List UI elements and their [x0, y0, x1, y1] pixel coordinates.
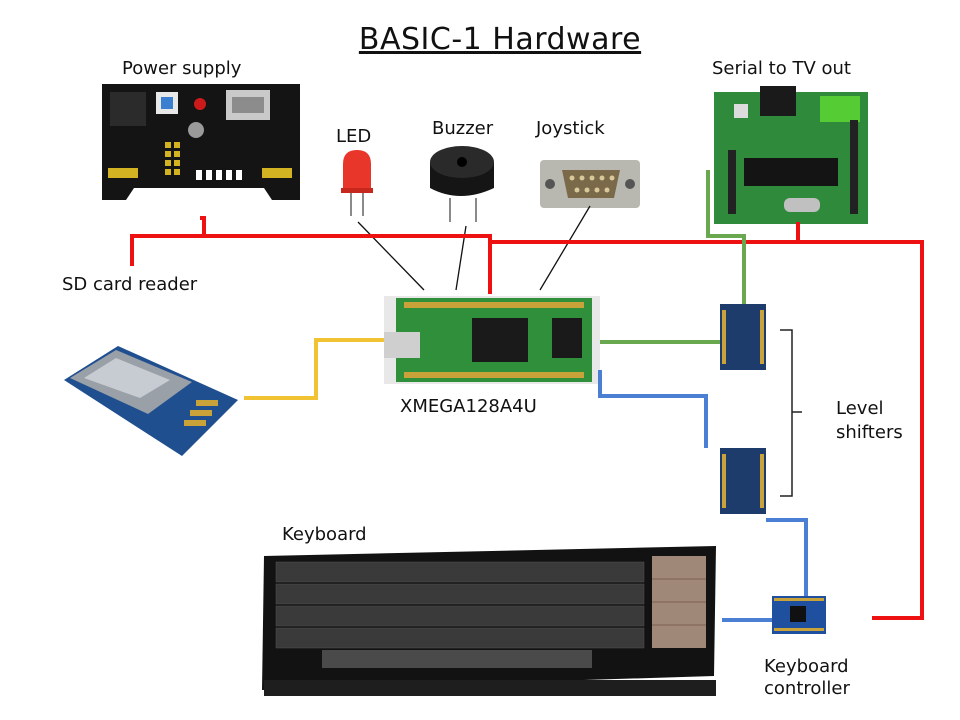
label-mcu: XMEGA128A4U: [400, 396, 537, 417]
label-keyboard-controller-1: Keyboard: [764, 656, 849, 677]
label-led: LED: [336, 126, 372, 147]
led-component: [341, 150, 373, 216]
label-power-supply: Power supply: [122, 58, 242, 79]
sd-card-reader: [64, 346, 238, 456]
signal-leads: [357, 205, 591, 291]
buzzer-component: [430, 146, 494, 222]
power-wire: [130, 216, 924, 620]
label-keyboard-controller-2: controller: [764, 678, 850, 699]
level-shifter-top: [720, 304, 766, 370]
serial-tv-board: [714, 86, 868, 224]
label-joystick: Joystick: [536, 118, 605, 139]
yellow-wire: [244, 338, 384, 400]
keyboard-controller-board: [772, 596, 826, 634]
label-sd-card: SD card reader: [62, 274, 198, 295]
diagram-title: BASIC-1 Hardware: [358, 22, 642, 57]
label-level-shifters-1: Level: [836, 398, 884, 419]
label-serial-tv: Serial to TV out: [712, 58, 851, 79]
power-supply-board: [102, 84, 300, 200]
level-shifter-bottom: [720, 448, 766, 514]
label-keyboard: Keyboard: [282, 524, 367, 545]
level-shifter-bracket: [780, 329, 802, 497]
keyboard-unit: [262, 546, 716, 696]
mcu-board: [384, 296, 600, 384]
green-wire: [600, 170, 746, 344]
label-buzzer: Buzzer: [432, 118, 494, 139]
label-level-shifters-2: shifters: [836, 422, 903, 443]
joystick-connector: [540, 160, 640, 208]
blue-wire: [598, 370, 808, 622]
